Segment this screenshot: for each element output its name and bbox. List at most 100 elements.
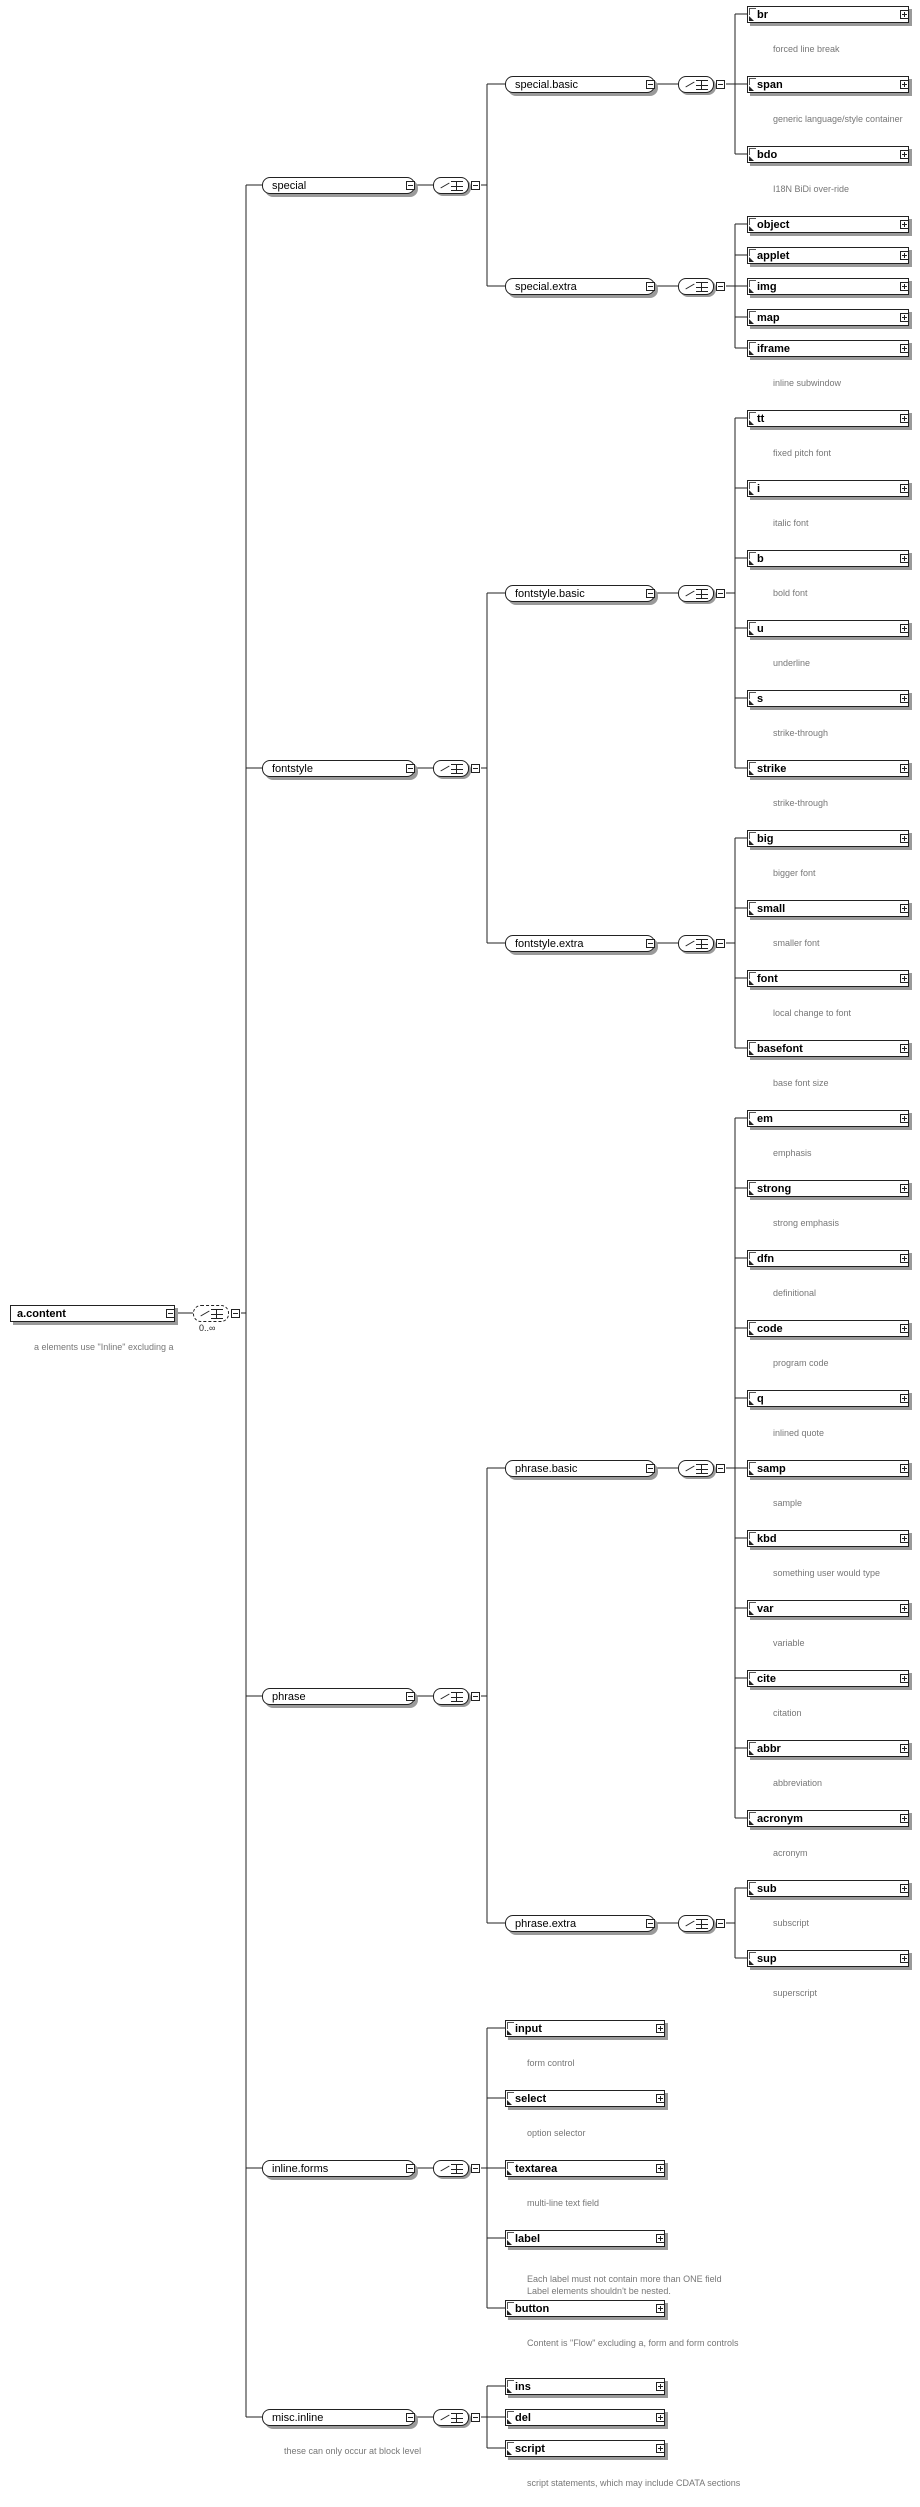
collapse-icon[interactable]	[231, 1309, 240, 1318]
expand-icon[interactable]	[900, 1814, 909, 1823]
element-em[interactable]: em	[747, 1110, 909, 1127]
expand-icon[interactable]	[900, 554, 909, 563]
expand-icon[interactable]	[900, 1184, 909, 1193]
expand-icon[interactable]	[900, 313, 909, 322]
element-samp[interactable]: samp	[747, 1460, 909, 1477]
collapse-icon[interactable]	[406, 181, 415, 190]
element-map[interactable]: map	[747, 309, 909, 326]
element-textarea[interactable]: textarea	[505, 2160, 665, 2177]
element-cite[interactable]: cite	[747, 1670, 909, 1687]
subgroup-special-basic[interactable]: special.basic	[505, 76, 655, 93]
expand-icon[interactable]	[900, 150, 909, 159]
element-strike[interactable]: strike	[747, 760, 909, 777]
element-u[interactable]: u	[747, 620, 909, 637]
expand-icon[interactable]	[900, 1254, 909, 1263]
expand-icon[interactable]	[900, 624, 909, 633]
expand-icon[interactable]	[656, 2382, 665, 2391]
element-applet[interactable]: applet	[747, 247, 909, 264]
element-basefont[interactable]: basefont	[747, 1040, 909, 1057]
expand-icon[interactable]	[900, 344, 909, 353]
expand-icon[interactable]	[900, 414, 909, 423]
expand-icon[interactable]	[900, 694, 909, 703]
element-i[interactable]: i	[747, 480, 909, 497]
root-element-a-content[interactable]: a.content	[10, 1305, 175, 1322]
collapse-icon[interactable]	[471, 764, 480, 773]
element-del[interactable]: del	[505, 2409, 665, 2426]
element-object[interactable]: object	[747, 216, 909, 233]
expand-icon[interactable]	[900, 1114, 909, 1123]
element-button[interactable]: button	[505, 2300, 665, 2317]
expand-icon[interactable]	[900, 1954, 909, 1963]
collapse-icon[interactable]	[646, 1464, 655, 1473]
collapse-icon[interactable]	[166, 1309, 175, 1318]
element-kbd[interactable]: kbd	[747, 1530, 909, 1547]
expand-icon[interactable]	[900, 974, 909, 983]
collapse-icon[interactable]	[406, 764, 415, 773]
expand-icon[interactable]	[656, 2304, 665, 2313]
element-abbr[interactable]: abbr	[747, 1740, 909, 1757]
expand-icon[interactable]	[900, 220, 909, 229]
element-span[interactable]: span	[747, 76, 909, 93]
element-code[interactable]: code	[747, 1320, 909, 1337]
expand-icon[interactable]	[900, 1394, 909, 1403]
expand-icon[interactable]	[656, 2413, 665, 2422]
element-script[interactable]: script	[505, 2440, 665, 2457]
expand-icon[interactable]	[656, 2164, 665, 2173]
expand-icon[interactable]	[900, 1744, 909, 1753]
expand-icon[interactable]	[900, 904, 909, 913]
expand-icon[interactable]	[656, 2094, 665, 2103]
subgroup-special-extra[interactable]: special.extra	[505, 278, 655, 295]
collapse-icon[interactable]	[471, 181, 480, 190]
choice-compositor-icon[interactable]	[193, 1305, 229, 1322]
choice-compositor-icon[interactable]	[678, 585, 714, 602]
collapse-icon[interactable]	[716, 80, 725, 89]
group-special[interactable]: special	[262, 177, 415, 194]
subgroup-fontstyle-extra[interactable]: fontstyle.extra	[505, 935, 655, 952]
choice-compositor-icon[interactable]	[433, 1688, 469, 1705]
subgroup-fontstyle-basic[interactable]: fontstyle.basic	[505, 585, 655, 602]
expand-icon[interactable]	[900, 1884, 909, 1893]
choice-compositor-icon[interactable]	[678, 1915, 714, 1932]
element-bdo[interactable]: bdo	[747, 146, 909, 163]
element-big[interactable]: big	[747, 830, 909, 847]
element-strong[interactable]: strong	[747, 1180, 909, 1197]
expand-icon[interactable]	[900, 1324, 909, 1333]
choice-compositor-icon[interactable]	[433, 2160, 469, 2177]
element-small[interactable]: small	[747, 900, 909, 917]
expand-icon[interactable]	[900, 834, 909, 843]
element-s[interactable]: s	[747, 690, 909, 707]
expand-icon[interactable]	[656, 2024, 665, 2033]
expand-icon[interactable]	[900, 1674, 909, 1683]
expand-icon[interactable]	[900, 1044, 909, 1053]
collapse-icon[interactable]	[646, 282, 655, 291]
choice-compositor-icon[interactable]	[678, 1460, 714, 1477]
expand-icon[interactable]	[900, 1604, 909, 1613]
group-misc-inline[interactable]: misc.inline	[262, 2409, 415, 2426]
subgroup-phrase-extra[interactable]: phrase.extra	[505, 1915, 655, 1932]
group-phrase[interactable]: phrase	[262, 1688, 415, 1705]
collapse-icon[interactable]	[716, 1464, 725, 1473]
choice-compositor-icon[interactable]	[678, 935, 714, 952]
collapse-icon[interactable]	[716, 1919, 725, 1928]
expand-icon[interactable]	[900, 1534, 909, 1543]
element-sup[interactable]: sup	[747, 1950, 909, 1967]
collapse-icon[interactable]	[406, 2164, 415, 2173]
element-acronym[interactable]: acronym	[747, 1810, 909, 1827]
element-q[interactable]: q	[747, 1390, 909, 1407]
element-b[interactable]: b	[747, 550, 909, 567]
element-input[interactable]: input	[505, 2020, 665, 2037]
collapse-icon[interactable]	[471, 2413, 480, 2422]
element-font[interactable]: font	[747, 970, 909, 987]
element-select[interactable]: select	[505, 2090, 665, 2107]
element-br[interactable]: br	[747, 6, 909, 23]
group-inline-forms[interactable]: inline.forms	[262, 2160, 415, 2177]
element-iframe[interactable]: iframe	[747, 340, 909, 357]
choice-compositor-icon[interactable]	[433, 760, 469, 777]
collapse-icon[interactable]	[471, 2164, 480, 2173]
collapse-icon[interactable]	[646, 1919, 655, 1928]
expand-icon[interactable]	[900, 80, 909, 89]
expand-icon[interactable]	[900, 764, 909, 773]
collapse-icon[interactable]	[646, 589, 655, 598]
expand-icon[interactable]	[900, 251, 909, 260]
expand-icon[interactable]	[900, 282, 909, 291]
